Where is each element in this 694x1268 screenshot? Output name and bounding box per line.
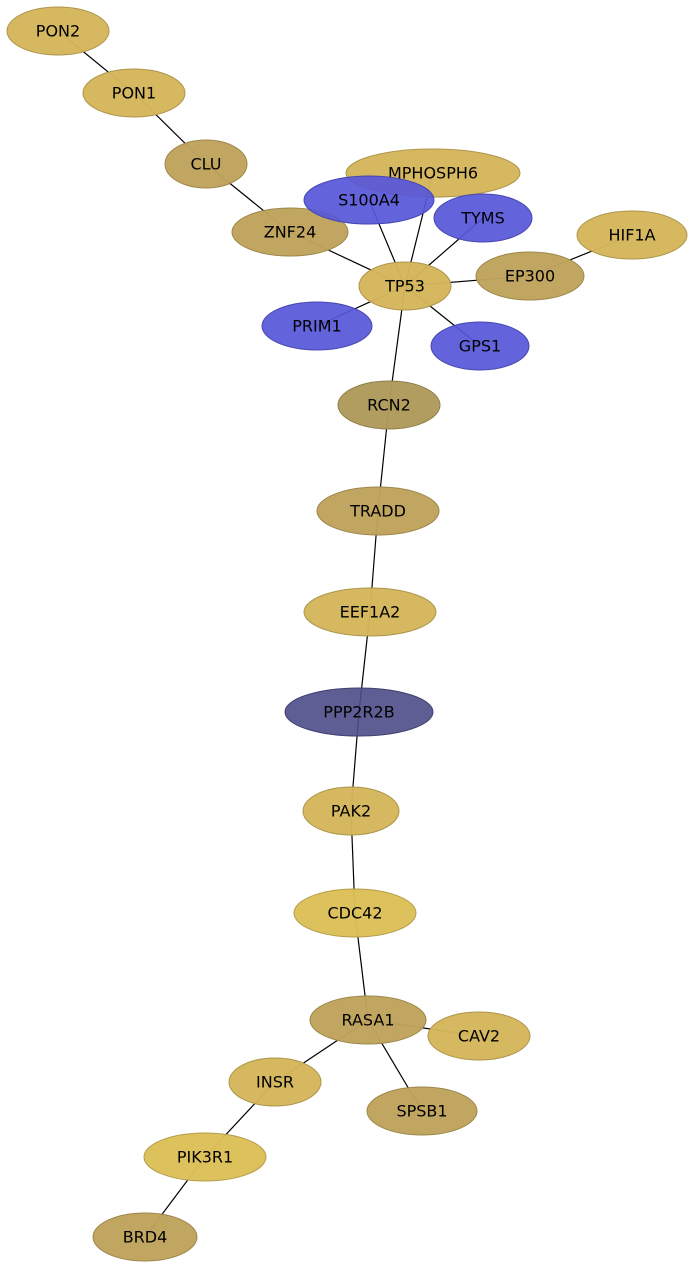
node-label: RCN2 <box>367 396 411 415</box>
node-pon1[interactable]: PON1 <box>82 68 186 118</box>
node-shape <box>316 486 440 536</box>
node-shape <box>337 380 441 430</box>
node-shape <box>6 6 110 56</box>
node-label: PAK2 <box>331 802 371 821</box>
node-shape <box>303 587 437 637</box>
node-label: PON1 <box>112 84 156 103</box>
node-shape <box>284 687 434 737</box>
node-shape <box>358 261 452 311</box>
node-label: CDC42 <box>327 904 382 923</box>
node-shape <box>143 1132 267 1182</box>
node-cdc42[interactable]: CDC42 <box>293 888 417 938</box>
node-shape <box>430 321 530 371</box>
node-label: CLU <box>191 155 222 174</box>
node-label: ZNF24 <box>264 223 317 242</box>
node-eef1a2[interactable]: EEF1A2 <box>303 587 437 637</box>
node-tp53[interactable]: TP53 <box>358 261 452 311</box>
node-shape <box>231 207 349 257</box>
node-shape <box>228 1057 322 1107</box>
node-insr[interactable]: INSR <box>228 1057 322 1107</box>
node-pik3r1[interactable]: PIK3R1 <box>143 1132 267 1182</box>
node-znf24[interactable]: ZNF24 <box>231 207 349 257</box>
node-shape <box>309 995 427 1045</box>
node-label: EP300 <box>505 267 555 286</box>
node-s100a4[interactable]: S100A4 <box>303 175 435 225</box>
node-shape <box>427 1011 531 1061</box>
node-hif1a[interactable]: HIF1A <box>576 210 688 260</box>
node-brd4[interactable]: BRD4 <box>92 1212 198 1262</box>
node-spsb1[interactable]: SPSB1 <box>366 1086 478 1136</box>
node-label: CAV2 <box>458 1027 500 1046</box>
node-pon2[interactable]: PON2 <box>6 6 110 56</box>
node-label: BRD4 <box>123 1228 168 1247</box>
node-tyms[interactable]: TYMS <box>433 193 533 243</box>
node-label: EEF1A2 <box>340 603 401 622</box>
node-shape <box>164 139 248 189</box>
node-label: PON2 <box>36 22 80 41</box>
node-label: TYMS <box>460 209 505 228</box>
node-rasa1[interactable]: RASA1 <box>309 995 427 1045</box>
node-shape <box>433 193 533 243</box>
node-label: SPSB1 <box>396 1102 447 1121</box>
node-shape <box>475 251 585 301</box>
node-label: PIK3R1 <box>177 1148 233 1167</box>
node-label: TP53 <box>384 277 425 296</box>
node-ep300[interactable]: EP300 <box>475 251 585 301</box>
node-clu[interactable]: CLU <box>164 139 248 189</box>
node-label: S100A4 <box>338 191 400 210</box>
node-pak2[interactable]: PAK2 <box>302 786 400 836</box>
node-prim1[interactable]: PRIM1 <box>261 301 373 351</box>
node-shape <box>92 1212 198 1262</box>
node-gps1[interactable]: GPS1 <box>430 321 530 371</box>
node-shape <box>261 301 373 351</box>
node-shape <box>293 888 417 938</box>
node-label: GPS1 <box>459 337 501 356</box>
node-label: TRADD <box>349 502 406 521</box>
node-label: RASA1 <box>342 1011 395 1030</box>
node-label: INSR <box>256 1073 294 1092</box>
node-shape <box>303 175 435 225</box>
node-shape <box>576 210 688 260</box>
node-label: PPP2R2B <box>323 703 394 722</box>
node-shape <box>366 1086 478 1136</box>
node-shape <box>302 786 400 836</box>
node-label: HIF1A <box>608 226 655 245</box>
node-label: PRIM1 <box>292 317 341 336</box>
node-rcn2[interactable]: RCN2 <box>337 380 441 430</box>
node-cav2[interactable]: CAV2 <box>427 1011 531 1061</box>
node-shape <box>82 68 186 118</box>
node-label: MPHOSPH6 <box>388 164 478 183</box>
node-tradd[interactable]: TRADD <box>316 486 440 536</box>
node-ppp2r2b[interactable]: PPP2R2B <box>284 687 434 737</box>
